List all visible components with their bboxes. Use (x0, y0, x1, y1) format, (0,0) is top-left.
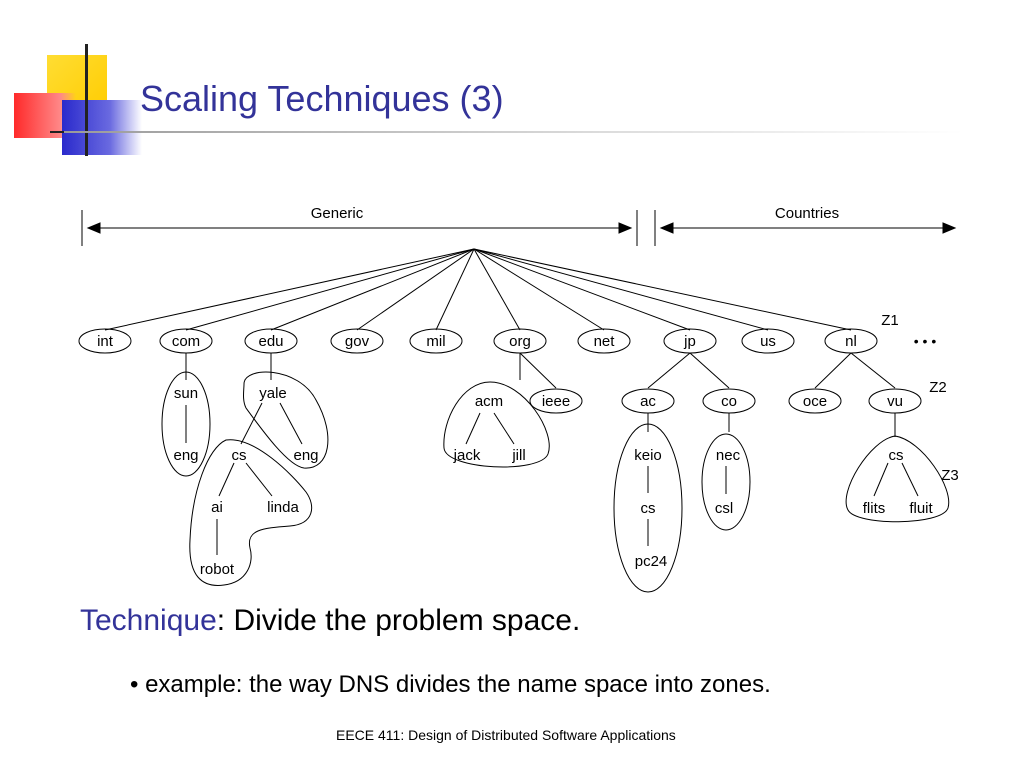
zone-label-z2: Z2 (929, 379, 947, 396)
node-jill: jill (511, 447, 525, 464)
title-divider (64, 131, 964, 133)
bullet-text: example: the way DNS divides the name sp… (145, 671, 771, 698)
node-cs-edu: cs (232, 447, 247, 464)
node-flits: flits (863, 500, 886, 517)
node-yale: yale (259, 385, 287, 402)
node-csl: csl (715, 500, 733, 517)
node-cs-nl: cs (889, 447, 904, 464)
node-jp: jp (683, 333, 696, 350)
generic-label: Generic (311, 205, 364, 222)
node-keio: keio (634, 447, 662, 464)
slide-footer: EECE 411: Design of Distributed Software… (336, 727, 676, 743)
node-cs-jp: cs (641, 500, 656, 517)
zone-label-z1: Z1 (881, 312, 899, 329)
node-mil: mil (426, 333, 445, 350)
node-net: net (594, 333, 616, 350)
node-ieee: ieee (542, 393, 570, 410)
node-robot: robot (200, 561, 235, 578)
node-gov: gov (345, 333, 370, 350)
node-fluit: fluit (909, 500, 933, 517)
decor-vertical-line (85, 44, 88, 156)
technique-keyword: Technique (80, 604, 217, 637)
node-pc24: pc24 (635, 553, 668, 570)
technique-text: : Divide the problem space. (216, 604, 581, 637)
node-co: co (721, 393, 737, 410)
node-acm: acm (475, 393, 503, 410)
node-us: us (760, 333, 776, 350)
node-ai: ai (211, 499, 223, 516)
node-jack: jack (453, 447, 481, 464)
more-ellipsis: • • • (914, 333, 937, 349)
dns-name-space-diagram: Generic Countries int com edu gov mil or… (78, 205, 959, 593)
node-sun: sun (174, 385, 198, 402)
slide-title: Scaling Techniques (3) (140, 78, 504, 119)
zone-label-z3: Z3 (941, 467, 959, 484)
node-int: int (97, 333, 114, 350)
node-linda: linda (267, 499, 299, 516)
node-com: com (172, 333, 200, 350)
bullet-item: • example: the way DNS divides the name … (130, 671, 771, 699)
node-vu: vu (887, 393, 903, 410)
node-eng-com: eng (173, 447, 198, 464)
node-edu: edu (258, 333, 283, 350)
decor-blue-square (62, 100, 142, 155)
technique-line: Technique: Divide the problem space. (80, 604, 580, 638)
node-eng-edu: eng (293, 447, 318, 464)
node-ac: ac (640, 393, 656, 410)
node-org: org (509, 333, 531, 350)
node-nec: nec (716, 447, 741, 464)
node-nl: nl (845, 333, 857, 350)
countries-label: Countries (775, 205, 839, 222)
bullet-icon: • (130, 671, 139, 698)
node-oce: oce (803, 393, 827, 410)
